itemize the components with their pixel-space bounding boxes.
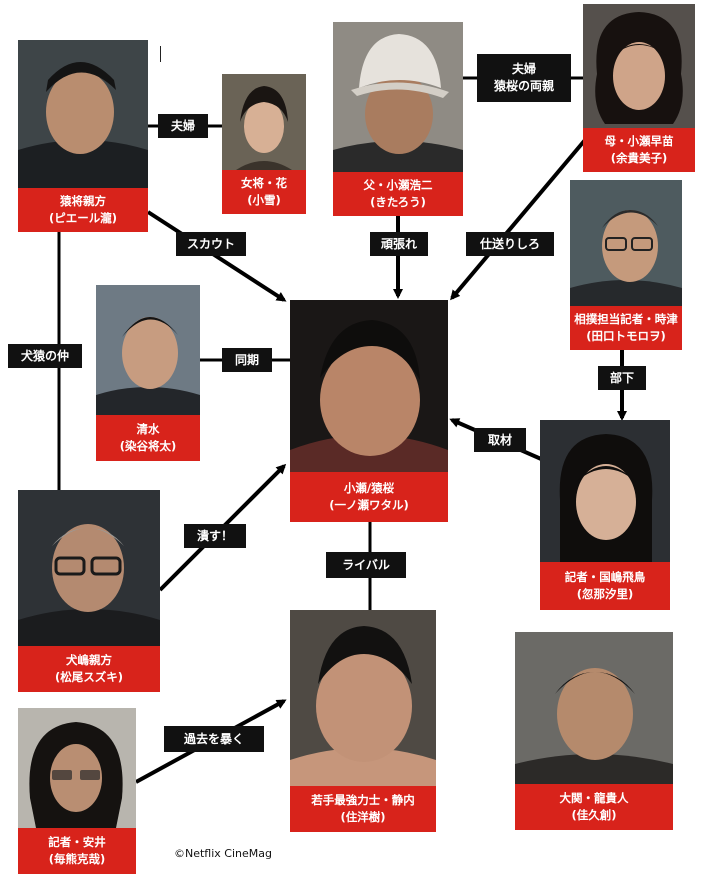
arrow-scout — [146, 210, 287, 302]
portrait-photo — [290, 300, 448, 472]
character-kose-enou: 小瀬/猿桜 (一ノ瀬ワタル) — [290, 300, 448, 522]
text-cursor — [160, 46, 161, 62]
character-role: 父・小瀬浩二 — [363, 178, 433, 192]
character-yasui: 記者・安井 (毎熊克哉) — [18, 708, 136, 874]
character-mother-kose: 母・小瀬早苗 (余貴美子) — [583, 4, 695, 172]
character-actor: (住洋樹) — [340, 810, 386, 824]
label-inuzaru: 犬猿の仲 — [8, 344, 82, 368]
character-role: 相撲担当記者・時津 — [574, 312, 678, 326]
character-role: 記者・安井 — [48, 835, 106, 849]
character-role: 母・小瀬早苗 — [604, 134, 674, 148]
character-role: 小瀬/猿桜 — [343, 481, 395, 495]
portrait-photo — [96, 285, 200, 415]
character-actor: (佳久創) — [571, 808, 617, 822]
character-actor: (毎熊克哉) — [48, 852, 106, 866]
character-role: 女将・花 — [241, 176, 287, 190]
label-fufu-left: 夫婦 — [158, 114, 208, 138]
portrait-photo — [333, 22, 463, 172]
portrait-photo — [222, 74, 306, 170]
character-role: 清水 — [136, 422, 160, 436]
label-tsubusu: 潰す！ — [184, 524, 246, 548]
character-inujima: 犬嶋親方 (松尾スズキ) — [18, 490, 160, 692]
character-shimizu: 清水 (染谷将太) — [96, 285, 200, 461]
portrait-photo — [515, 632, 673, 784]
portrait-photo — [540, 420, 670, 562]
character-role: 記者・国嶋飛鳥 — [564, 570, 646, 584]
character-actor: (きたろう) — [370, 195, 426, 209]
character-actor: (染谷将太) — [119, 439, 177, 453]
character-actor: (松尾スズキ) — [54, 670, 123, 684]
character-actor: (田口トモロヲ) — [586, 329, 666, 343]
label-buka: 部下 — [598, 366, 646, 390]
label-shiokuri: 仕送りしろ — [466, 232, 554, 256]
character-role: 若手最強力士・静内 — [311, 793, 415, 807]
label-douki: 同期 — [222, 348, 272, 372]
character-shizuuchi: 若手最強力士・静内 (住洋樹) — [290, 610, 436, 832]
portrait-photo — [583, 4, 695, 128]
character-father-kose: 父・小瀬浩二 (きたろう) — [333, 22, 463, 216]
character-okami-hana: 女将・花 (小雪) — [222, 74, 306, 214]
label-fufu-parents: 夫婦 猿桜の両親 — [477, 54, 571, 102]
character-actor: (余貴美子) — [610, 151, 668, 165]
portrait-photo — [290, 610, 436, 786]
character-actor: (小雪) — [247, 193, 281, 207]
copyright-text: ©Netflix CineMag — [174, 847, 272, 860]
label-rival: ライバル — [326, 552, 406, 578]
portrait-photo — [570, 180, 682, 306]
portrait-photo — [18, 708, 136, 828]
character-role: 猿将親方 — [60, 194, 106, 208]
character-role: 犬嶋親方 — [66, 653, 112, 667]
label-ganbare: 頑張れ — [370, 232, 428, 256]
portrait-photo — [18, 40, 148, 188]
label-scout: スカウト — [176, 232, 246, 256]
character-actor: (忽那汐里) — [576, 587, 634, 601]
arrow-shiokuri — [450, 138, 587, 301]
character-saruma-oyakata: 猿将親方 (ピエール瀧) — [18, 40, 148, 232]
character-kunisaki: 記者・国嶋飛鳥 (忽那汐里) — [540, 420, 670, 610]
character-actor: (一ノ瀬ワタル) — [329, 498, 409, 512]
character-actor: (ピエール瀧) — [48, 211, 117, 225]
label-kako: 過去を暴く — [164, 726, 264, 752]
portrait-photo — [18, 490, 160, 646]
character-tokitsu: 相撲担当記者・時津 (田口トモロヲ) — [570, 180, 682, 350]
character-role: 大関・龍貴人 — [559, 791, 629, 805]
label-shuzai: 取材 — [474, 428, 526, 452]
character-ryugi: 大関・龍貴人 (佳久創) — [515, 632, 673, 830]
